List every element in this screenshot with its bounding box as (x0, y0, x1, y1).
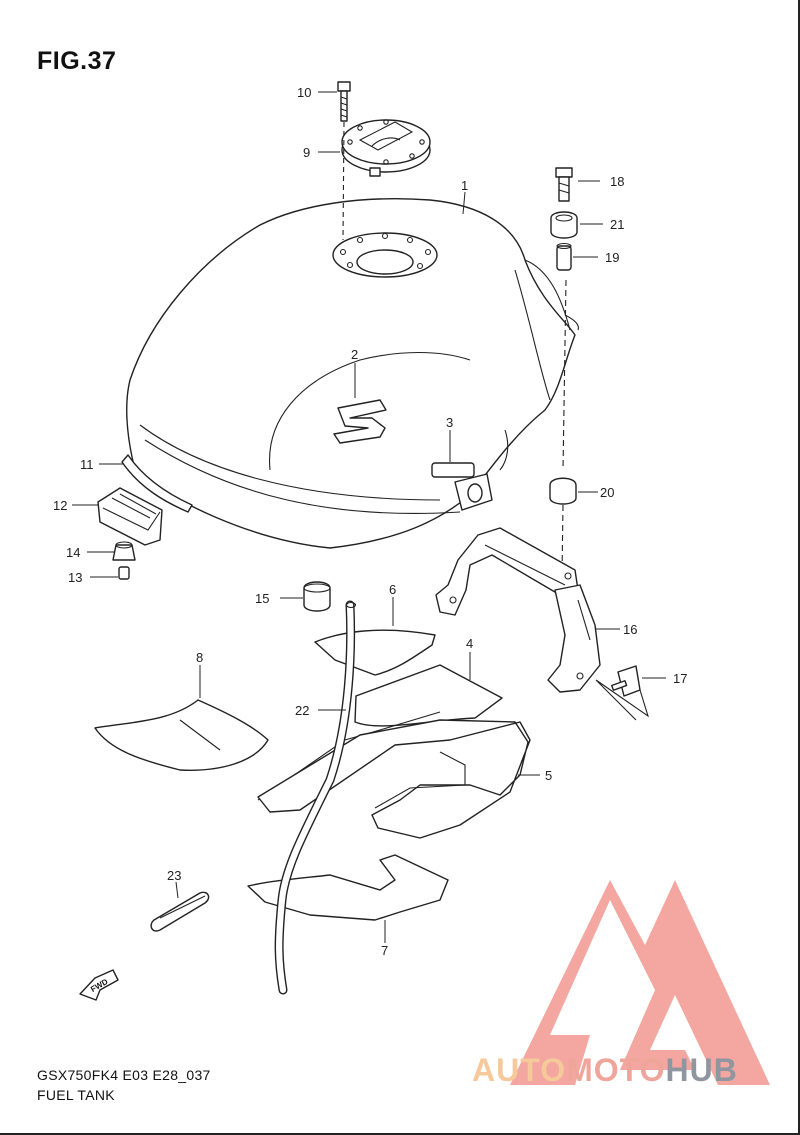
pad-7 (247, 854, 449, 921)
figure-title: FIG.37 (37, 47, 117, 75)
callout-12: 12 (53, 498, 67, 513)
callout-16: 16 (623, 622, 637, 637)
section-name: FUEL TANK (37, 1087, 115, 1103)
pad-8 (94, 699, 269, 771)
fuel-tank (126, 198, 579, 549)
callout-5: 5 (545, 768, 552, 783)
bolt-18 (555, 167, 573, 202)
cushion-12 (97, 487, 163, 546)
model-code: GSX750FK4 E03 E28_037 (37, 1067, 211, 1083)
callout-19: 19 (605, 250, 619, 265)
callout-8: 8 (196, 650, 203, 665)
breather-hose (274, 600, 357, 995)
collar-14 (112, 541, 136, 561)
cushion-strip-11 (121, 454, 193, 513)
callout-2: 2 (351, 347, 358, 362)
callout-6: 6 (389, 582, 396, 597)
watermark-logo-icon (510, 880, 770, 1085)
cap-screw (337, 81, 351, 122)
callout-11: 11 (80, 457, 94, 472)
callout-17: 17 (673, 671, 687, 686)
bolt-17 (595, 665, 649, 721)
cushion-21 (550, 211, 578, 239)
callout-21: 21 (610, 217, 624, 232)
brand-moto: MOTO (566, 1052, 666, 1088)
callout-7: 7 (381, 943, 388, 958)
cushion-15 (303, 581, 331, 612)
brand-auto: AUTO (472, 1052, 567, 1088)
clamp-23 (150, 891, 210, 932)
callout-20: 20 (600, 485, 614, 500)
cushion-20 (549, 477, 577, 505)
pad-6 (314, 629, 436, 676)
callout-4: 4 (466, 636, 473, 651)
watermark-brand: AUTOMOTOHUB (472, 1052, 738, 1089)
fwd-arrow-icon: FWD (79, 969, 119, 1001)
tank-bracket (435, 527, 601, 693)
callout-13: 13 (68, 570, 82, 585)
callout-18: 18 (610, 174, 624, 189)
fuel-cap (341, 119, 431, 177)
callout-15: 15 (255, 591, 269, 606)
spacer-19 (556, 242, 572, 271)
callout-1: 1 (461, 178, 468, 193)
callout-22: 22 (295, 703, 309, 718)
callout-9: 9 (303, 145, 310, 160)
brand-hub: HUB (665, 1052, 738, 1088)
callout-3: 3 (446, 415, 453, 430)
callout-10: 10 (297, 85, 311, 100)
bolt-13 (118, 566, 130, 580)
pad-5 (257, 719, 531, 839)
callout-23: 23 (167, 868, 181, 883)
callout-14: 14 (66, 545, 80, 560)
